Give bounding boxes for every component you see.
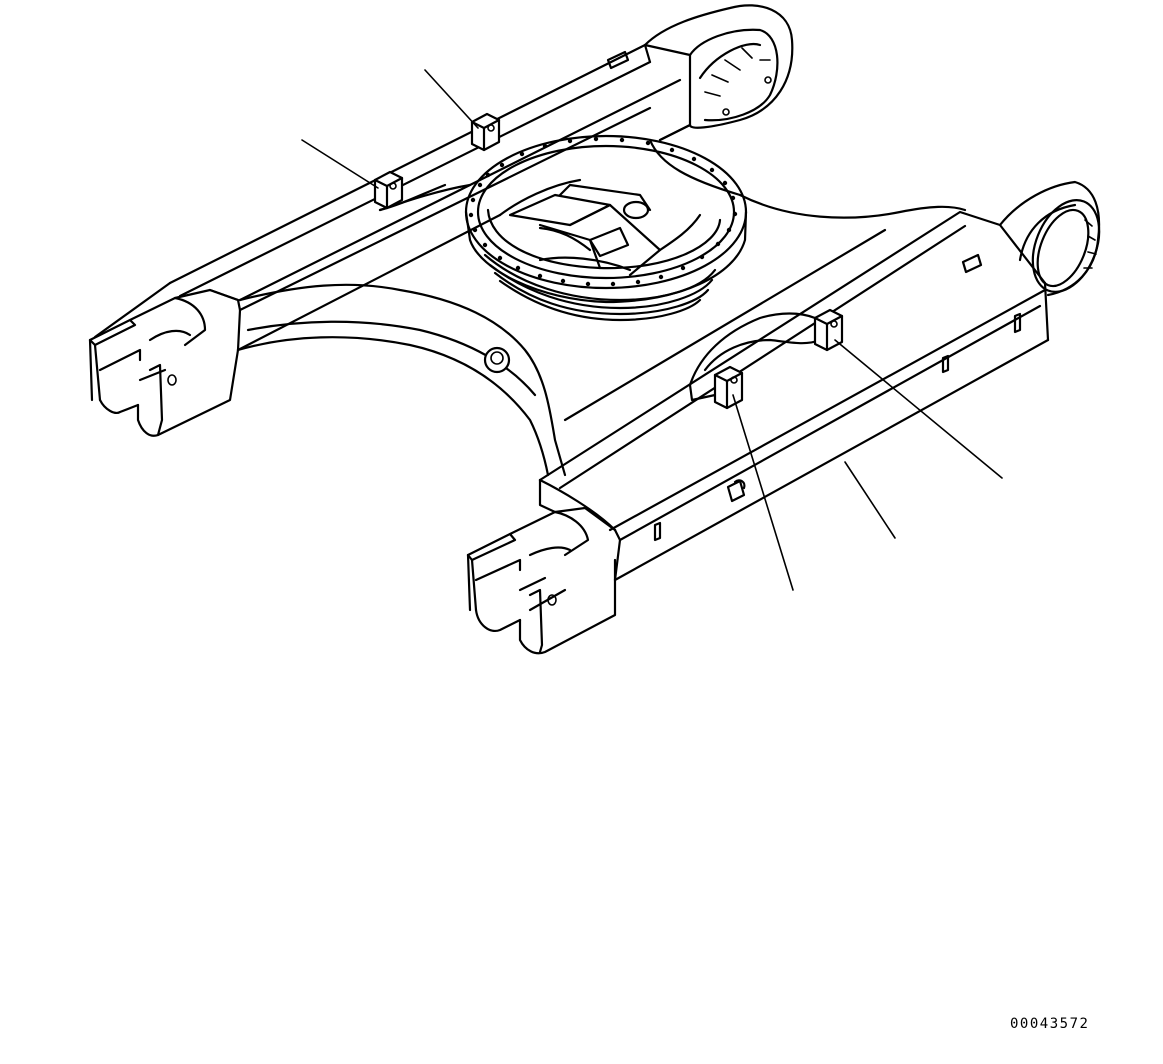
leader-line-5	[732, 394, 794, 591]
lower-brackets	[688, 308, 844, 410]
callout-leaders	[301, 69, 1003, 591]
lower-side-frame	[528, 180, 1101, 612]
leader-line-3	[834, 339, 1003, 479]
upper-side-frame	[93, 4, 794, 352]
leader-line-1	[301, 139, 379, 189]
center-body	[236, 123, 967, 477]
swing-circle	[464, 134, 748, 322]
upper-front-yoke	[88, 288, 242, 437]
leader-line-4	[844, 461, 896, 539]
lower-front-yoke	[466, 478, 622, 655]
figure-id-label: 00043572	[1010, 1016, 1090, 1032]
bolt-holes	[468, 136, 738, 287]
leader-line-2	[424, 69, 479, 129]
upper-brackets	[373, 112, 501, 212]
